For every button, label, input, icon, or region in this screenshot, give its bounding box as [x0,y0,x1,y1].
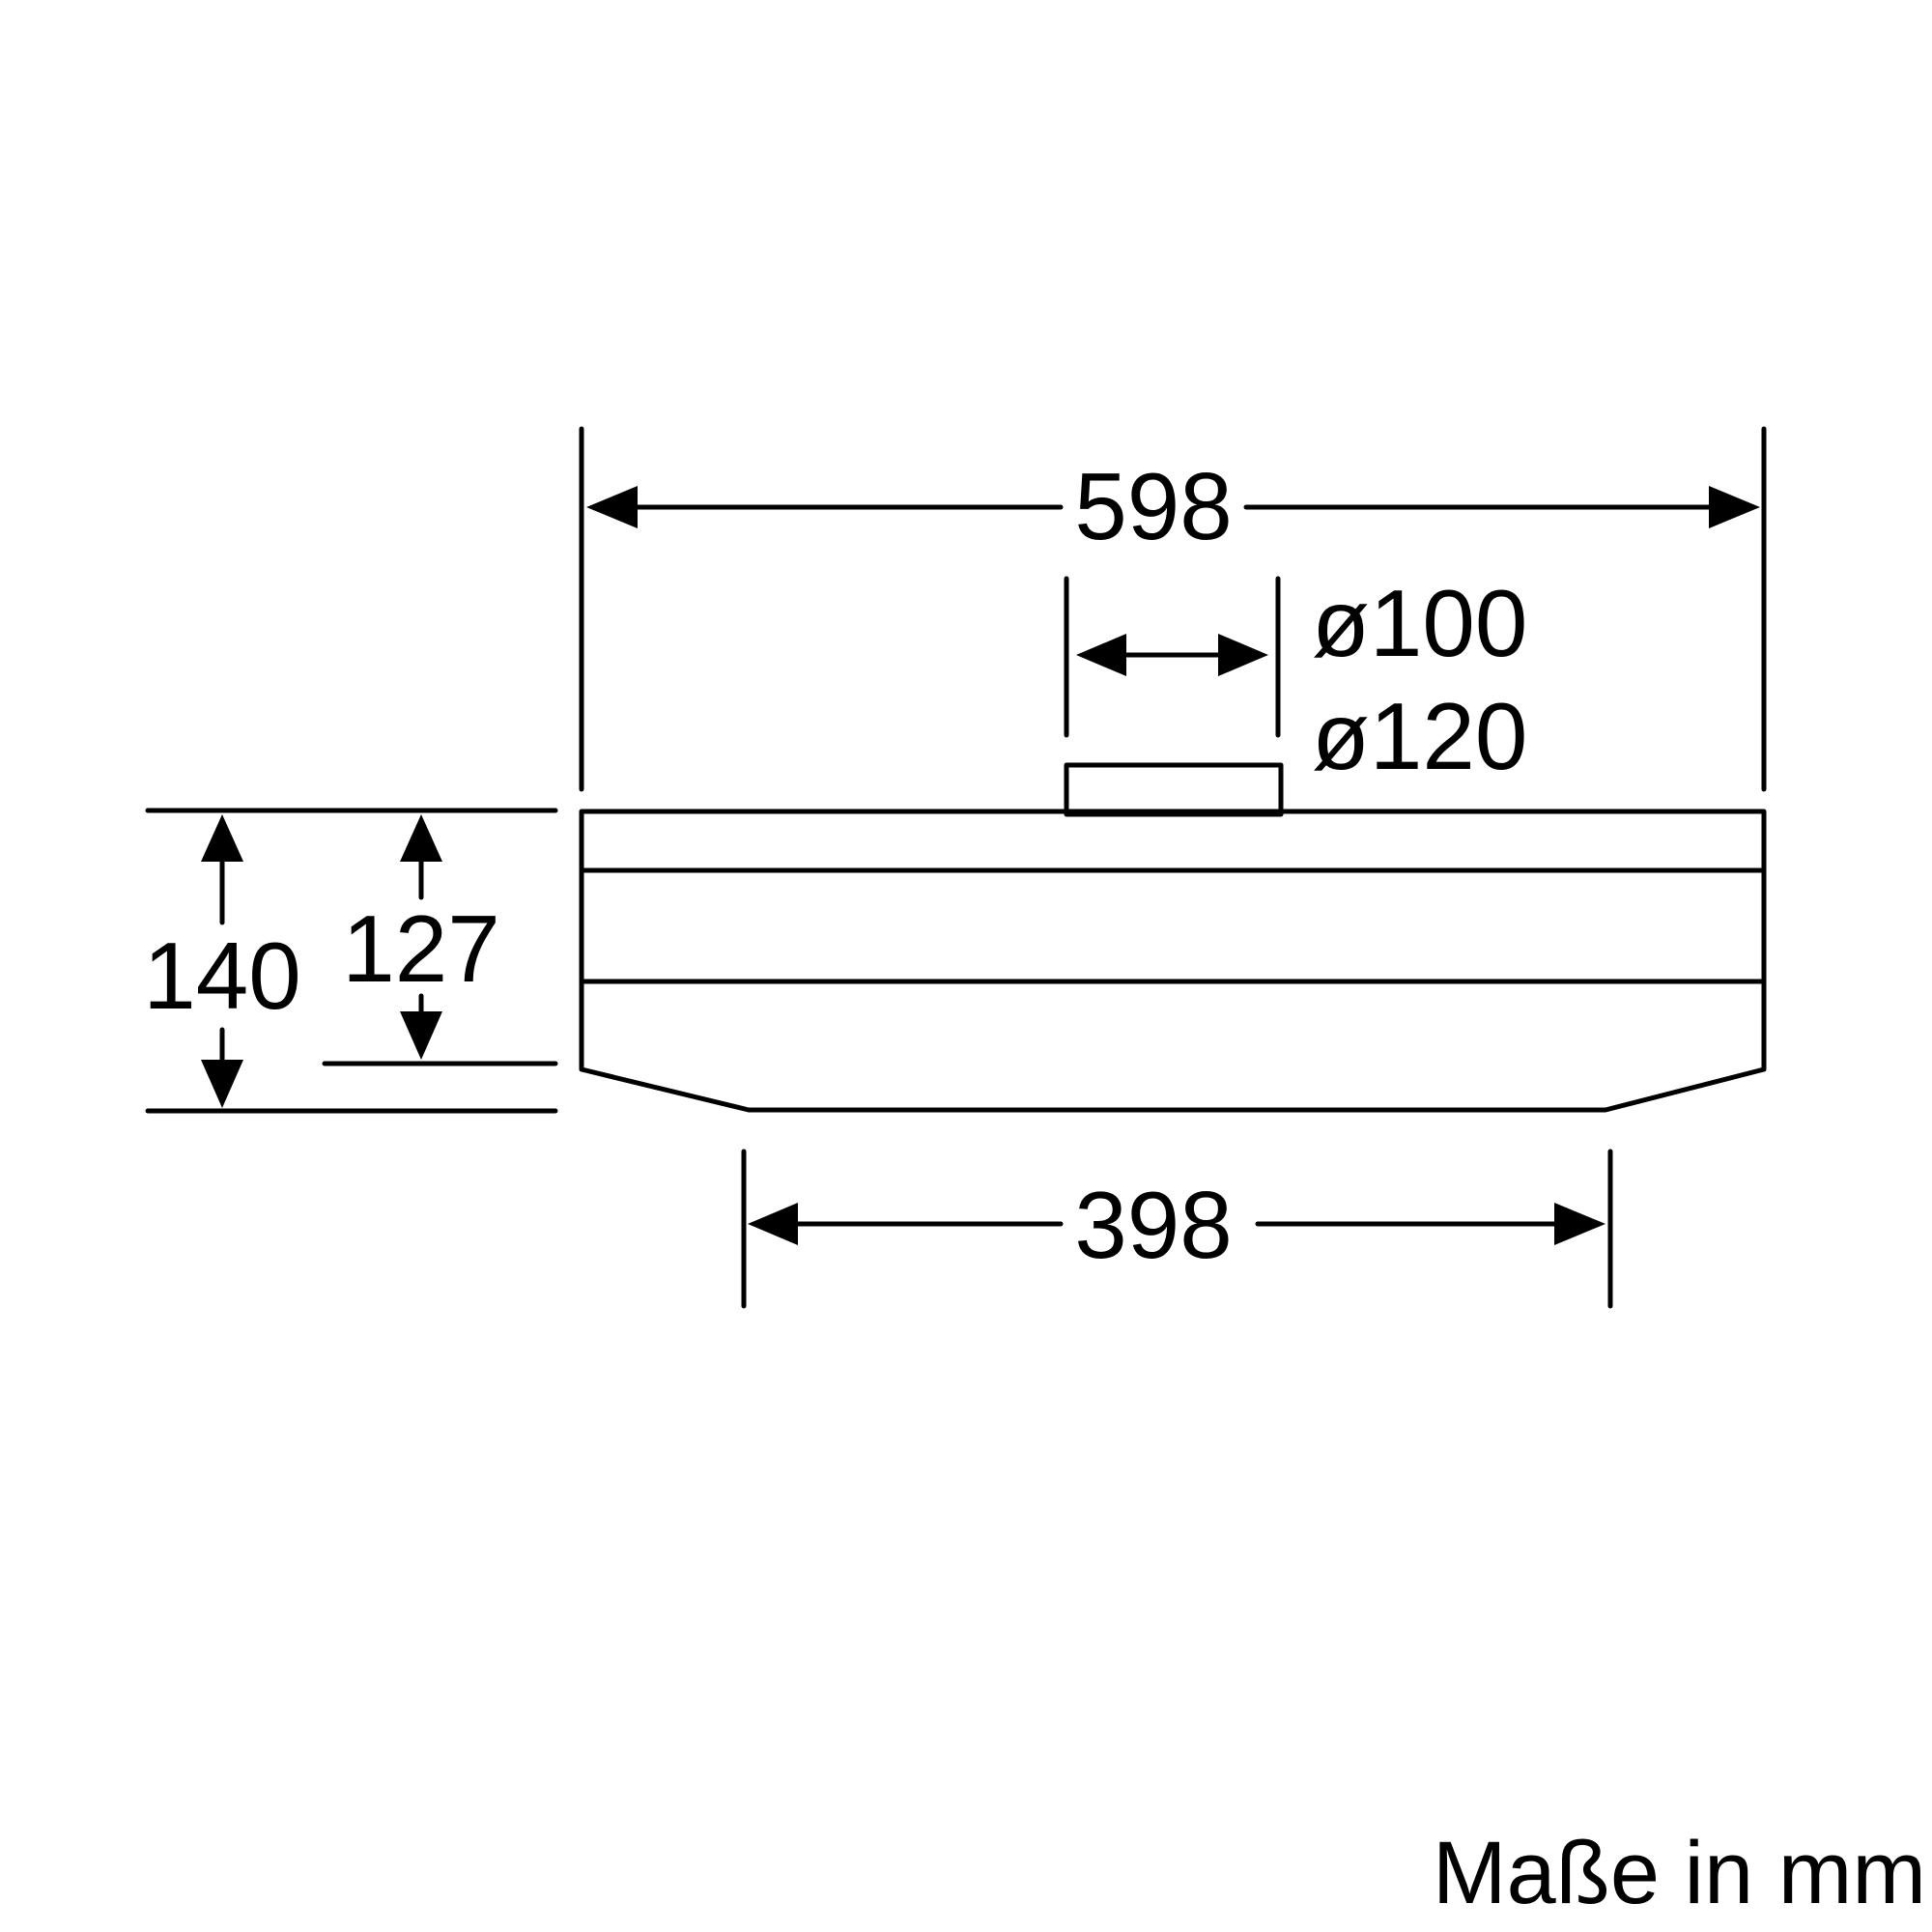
dimension-width-bottom: 398 [741,1149,1613,1309]
arrowhead-connector-right [1218,634,1268,676]
arrowhead-127-down [400,1011,442,1060]
dimension-width-total: 598 [579,426,1767,792]
arrowhead-left [586,486,638,528]
dimension-label-398: 398 [1074,1172,1233,1278]
dimension-label-127: 127 [342,895,500,1002]
arrowhead-127-up [400,814,442,862]
hood-body [579,762,1767,1113]
arrowhead-140-up [201,814,243,862]
arrowhead-connector-left [1076,634,1126,676]
exhaust-connector [1064,762,1284,817]
dimension-label-598: 598 [1074,453,1233,559]
arrowhead-right [1709,486,1760,528]
arrowhead-398-right [1554,1203,1605,1245]
dimension-height-total: 140 [143,808,558,1114]
diameter-label-100: ø100 [1312,570,1527,676]
arrowhead-140-down [201,1060,243,1108]
dimension-height-body: 127 [322,814,558,1066]
units-label: Maße in mm [1433,1824,1926,1922]
arrowhead-398-left [748,1203,798,1245]
dimension-connector-diameter: ø100 ø120 [1064,570,1527,789]
diameter-label-120: ø120 [1312,683,1527,789]
dimension-label-140: 140 [143,923,301,1029]
hood-outline [579,809,1767,1113]
